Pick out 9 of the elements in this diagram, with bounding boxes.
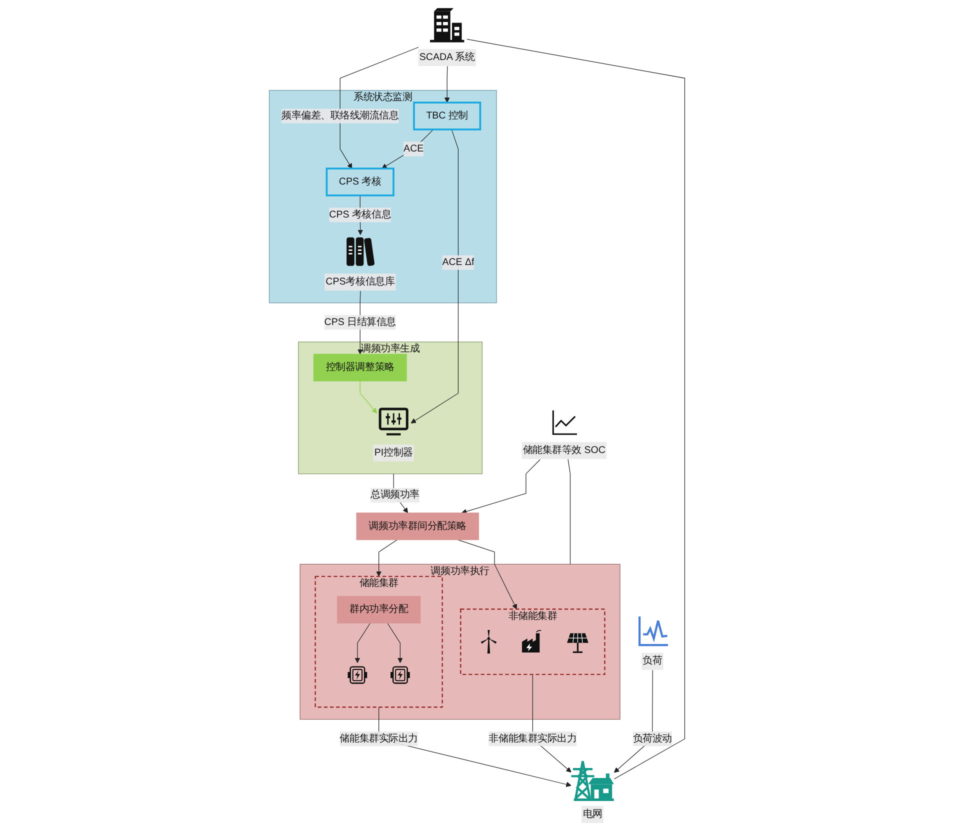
edge-label: ACE Δf [442,257,474,268]
edge-label: 总调频功率 [370,490,420,500]
edge-label: ACE [404,143,424,154]
edge-label: 频率偏差、联络线潮流信息 [281,110,399,121]
edge-label: 负荷波动 [632,733,672,744]
edge-label: CPS 考核信息 [329,209,392,220]
edge-label: CPS 日结算信息 [324,316,396,328]
edge-label: 储能集群实际出力 [340,733,418,744]
edge-label: 非储能集群实际出力 [488,733,577,744]
